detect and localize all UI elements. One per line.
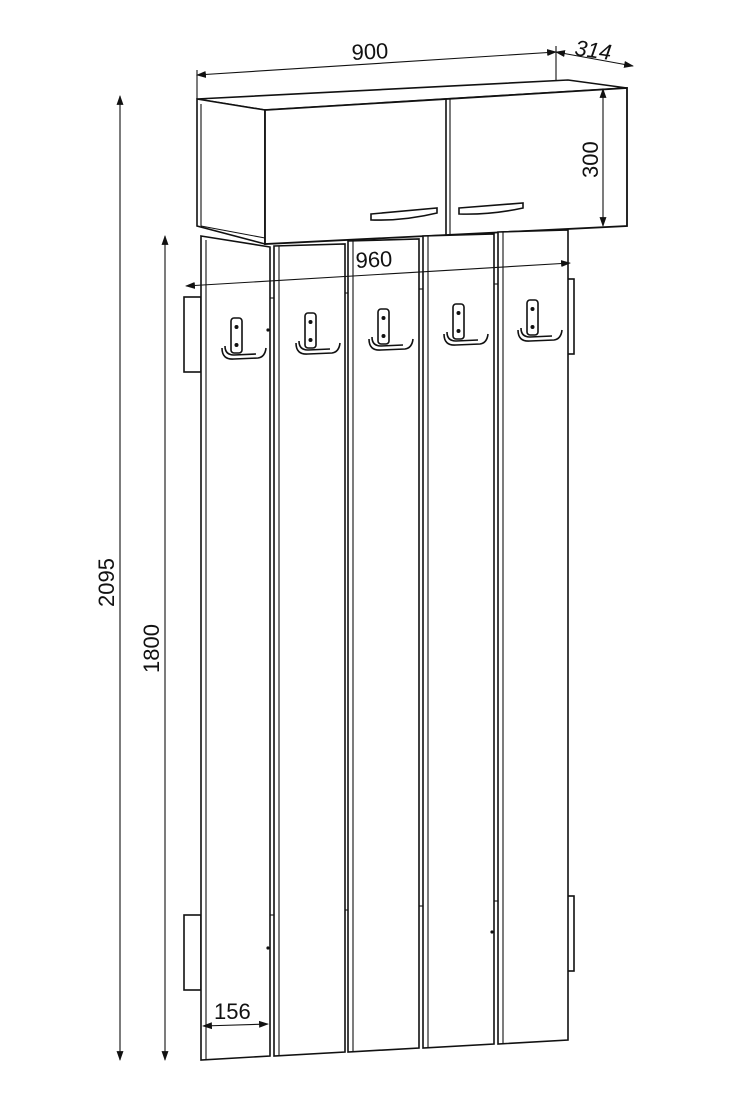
dim-depth: 314 — [573, 35, 613, 65]
dim-overall-height: 2095 — [94, 558, 119, 607]
dim-panel-width: 156 — [214, 999, 251, 1024]
hook[interactable] — [443, 303, 489, 346]
panel-4 — [422, 233, 495, 1049]
hook[interactable] — [295, 312, 341, 355]
panel-3 — [347, 238, 420, 1053]
panel-1 — [200, 235, 271, 1061]
dim-cabinet-height: 300 — [578, 141, 603, 178]
hook[interactable] — [517, 299, 563, 342]
dim-panel-span: 960 — [355, 246, 393, 273]
vertical-panels — [200, 229, 569, 1061]
cabinet-left-side — [196, 98, 266, 246]
dim-top-width: 900 — [351, 38, 389, 65]
left-door-handle[interactable] — [370, 207, 438, 221]
hook[interactable] — [221, 317, 267, 360]
right-door-handle[interactable] — [458, 202, 524, 215]
hook[interactable] — [368, 308, 414, 351]
panel-5 — [497, 229, 569, 1045]
dimension-lines — [116, 46, 634, 1061]
wall-cabinet — [196, 79, 628, 246]
dim-panel-height: 1800 — [139, 624, 164, 673]
panel-2 — [273, 243, 346, 1057]
